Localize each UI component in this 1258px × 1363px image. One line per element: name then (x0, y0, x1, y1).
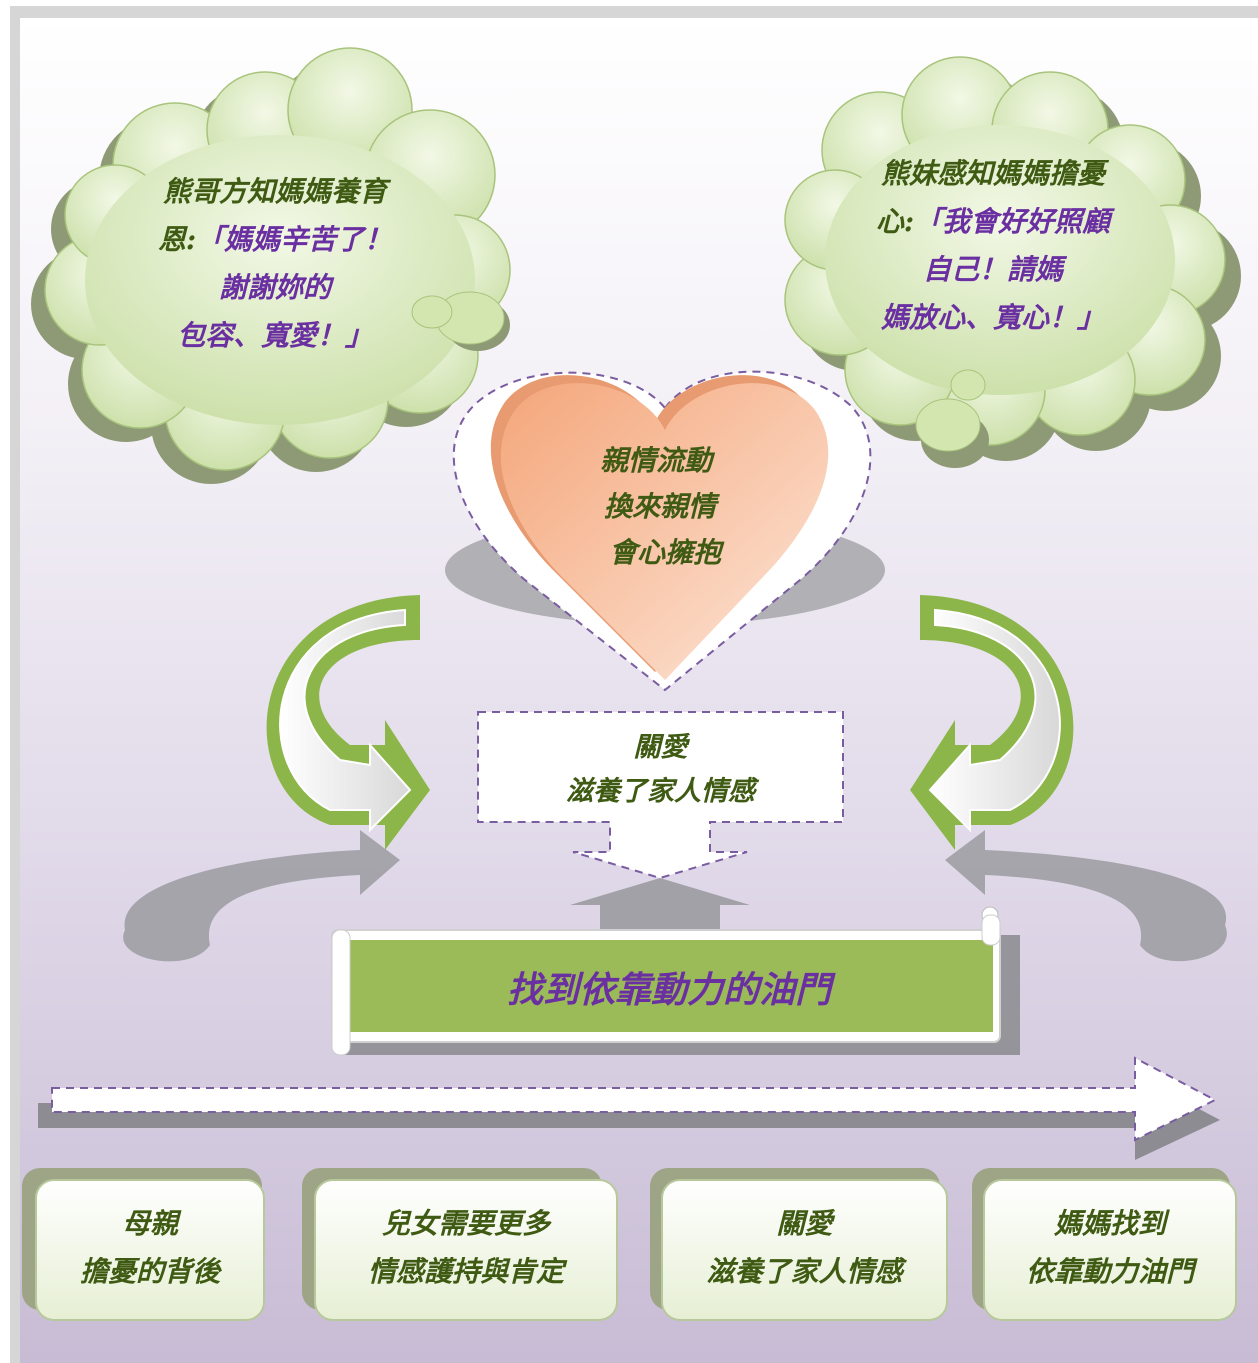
card-4: 媽媽找到 依靠動力油門 (984, 1200, 1236, 1296)
left-thought-cloud (31, 47, 511, 484)
left-cloud-line-2-prefix: 恩: (157, 223, 197, 256)
right-cloud-line-2-prefix: 心: (875, 205, 915, 238)
center-shadow-arrow (570, 878, 750, 935)
heart-line-3: 會心擁抱 (608, 536, 721, 569)
card-3-line-2: 滋養了家人情感 (706, 1255, 903, 1288)
right-cloud-line-1: 熊妹感知媽媽擔憂 (880, 157, 1105, 190)
right-thought-cloud (784, 56, 1241, 468)
right-cloud-line-3: 自己！請媽 (922, 253, 1063, 286)
right-cloud-line-2: 心:「我會好好照顧 (848, 198, 1138, 246)
left-cloud-text: 熊哥方知媽媽養育 恩:「媽媽辛苦了！ 謝謝妳的 包容、寬愛！」 (130, 168, 420, 360)
card-3: 關愛 滋養了家人情感 (662, 1200, 947, 1296)
right-curved-arrow (910, 595, 1074, 850)
card-2-line-2: 情感護持與肯定 (367, 1255, 564, 1288)
timeline-arrow (38, 1056, 1220, 1160)
heart-line-1: 親情流動 (599, 444, 712, 477)
card-4-line-2: 依靠動力油門 (1025, 1255, 1194, 1288)
left-cloud-line-2: 恩:「媽媽辛苦了！ (130, 216, 420, 264)
card-3-line-1: 關愛 (776, 1207, 833, 1240)
left-cloud-line-2-quote: 「媽媽辛苦了！ (196, 223, 393, 256)
card-2: 兒女需要更多 情感護持與肯定 (315, 1200, 617, 1296)
right-cloud-line-4: 媽放心、寬心！」 (880, 301, 1105, 334)
left-cloud-line-1: 熊哥方知媽媽養育 (162, 175, 387, 208)
left-cloud-line-4: 包容、寬愛！」 (176, 319, 373, 352)
card-1: 母親 擔憂的背後 (36, 1200, 264, 1296)
right-cloud-text: 熊妹感知媽媽擔憂 心:「我會好好照顧 自己！請媽 媽放心、寬心！」 (848, 150, 1138, 342)
card-1-line-2: 擔憂的背後 (79, 1255, 220, 1288)
card-2-line-1: 兒女需要更多 (381, 1207, 550, 1240)
card-1-line-1: 母親 (121, 1207, 178, 1240)
right-shadow-arrow (945, 830, 1227, 962)
right-cloud-line-2-quote: 「我會好好照顧 (914, 205, 1111, 238)
heart-text: 親情流動 換來親情 會心擁抱 (560, 438, 770, 576)
banner-title: 找到依靠動力的油門 (506, 969, 831, 1011)
banner-scroll (331, 906, 1020, 1056)
card-4-line-1: 媽媽找到 (1053, 1207, 1166, 1240)
left-shadow-arrow (123, 830, 401, 962)
center-box-line-2: 滋養了家人情感 (566, 776, 755, 807)
heart-shape (500, 383, 829, 680)
bottom-cards (22, 1168, 1237, 1321)
center-box-text: 關愛 滋養了家人情感 (478, 726, 843, 814)
left-curved-arrow (266, 595, 430, 850)
center-box-outline (477, 711, 844, 880)
center-box-line-1: 關愛 (633, 732, 688, 763)
heart-line-2: 換來親情 (603, 490, 716, 523)
left-cloud-line-3: 謝謝妳的 (218, 271, 331, 304)
